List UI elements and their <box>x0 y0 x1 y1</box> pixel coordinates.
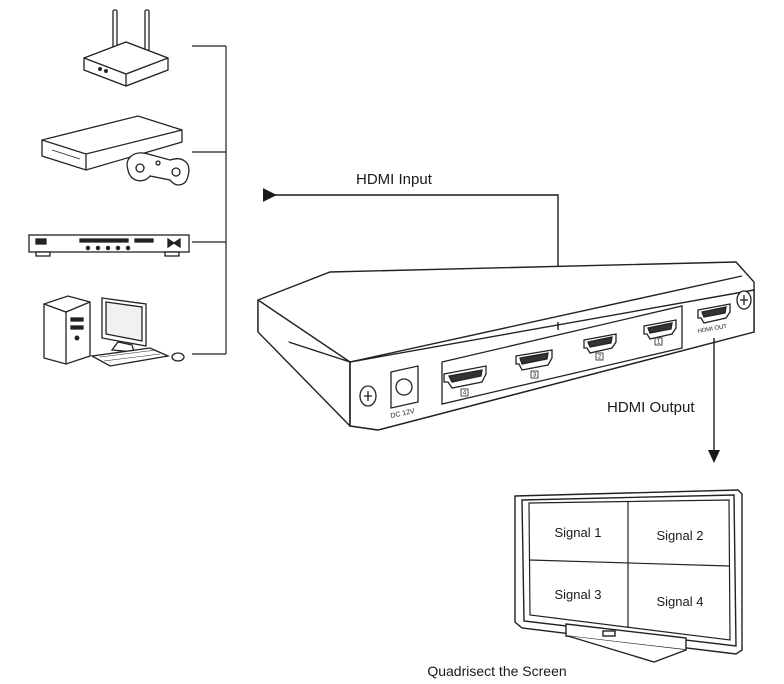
quad-screen-grid <box>528 499 731 641</box>
hdmi-input-label: HDMI Input <box>356 171 433 188</box>
hdmi-input-port-4 <box>443 365 487 389</box>
port-number-box-3 <box>530 370 539 379</box>
hdmi-output-arrow <box>708 338 720 463</box>
hdmi-input-port-3 <box>515 349 553 371</box>
dc-power-port <box>390 365 419 409</box>
port-number-3: 3 <box>533 373 537 379</box>
port-number-box-1 <box>654 337 663 346</box>
right-screw-icon <box>736 290 752 310</box>
game-console-icon <box>41 115 190 186</box>
port-number-1: 1 <box>657 340 661 346</box>
port-number-box-2 <box>595 352 604 361</box>
signal-3-label: Signal 3 <box>555 587 602 602</box>
router-icon <box>83 9 169 87</box>
hdmi-output-port <box>697 303 731 324</box>
port-number-box-4 <box>460 388 469 397</box>
caption: Quadrisect the Screen <box>427 663 566 679</box>
port-number-4: 4 <box>463 391 467 397</box>
left-screw-icon <box>359 385 377 407</box>
signal-1-label: Signal 1 <box>555 525 602 540</box>
hdmi-out-port-label: HDMI OUT <box>697 324 728 335</box>
signal-4-label: Signal 4 <box>657 594 704 609</box>
hdmi-input-port-1 <box>643 319 677 340</box>
signal-2-label: Signal 2 <box>657 528 704 543</box>
port-number-2: 2 <box>598 355 602 361</box>
dvd-player-icon <box>28 234 190 257</box>
hdmi-input-port-2 <box>583 333 617 354</box>
hdmi-output-label: HDMI Output <box>607 399 695 416</box>
source-bracket <box>192 45 227 355</box>
input-port-panel <box>441 305 683 405</box>
computer-icon <box>43 295 185 367</box>
